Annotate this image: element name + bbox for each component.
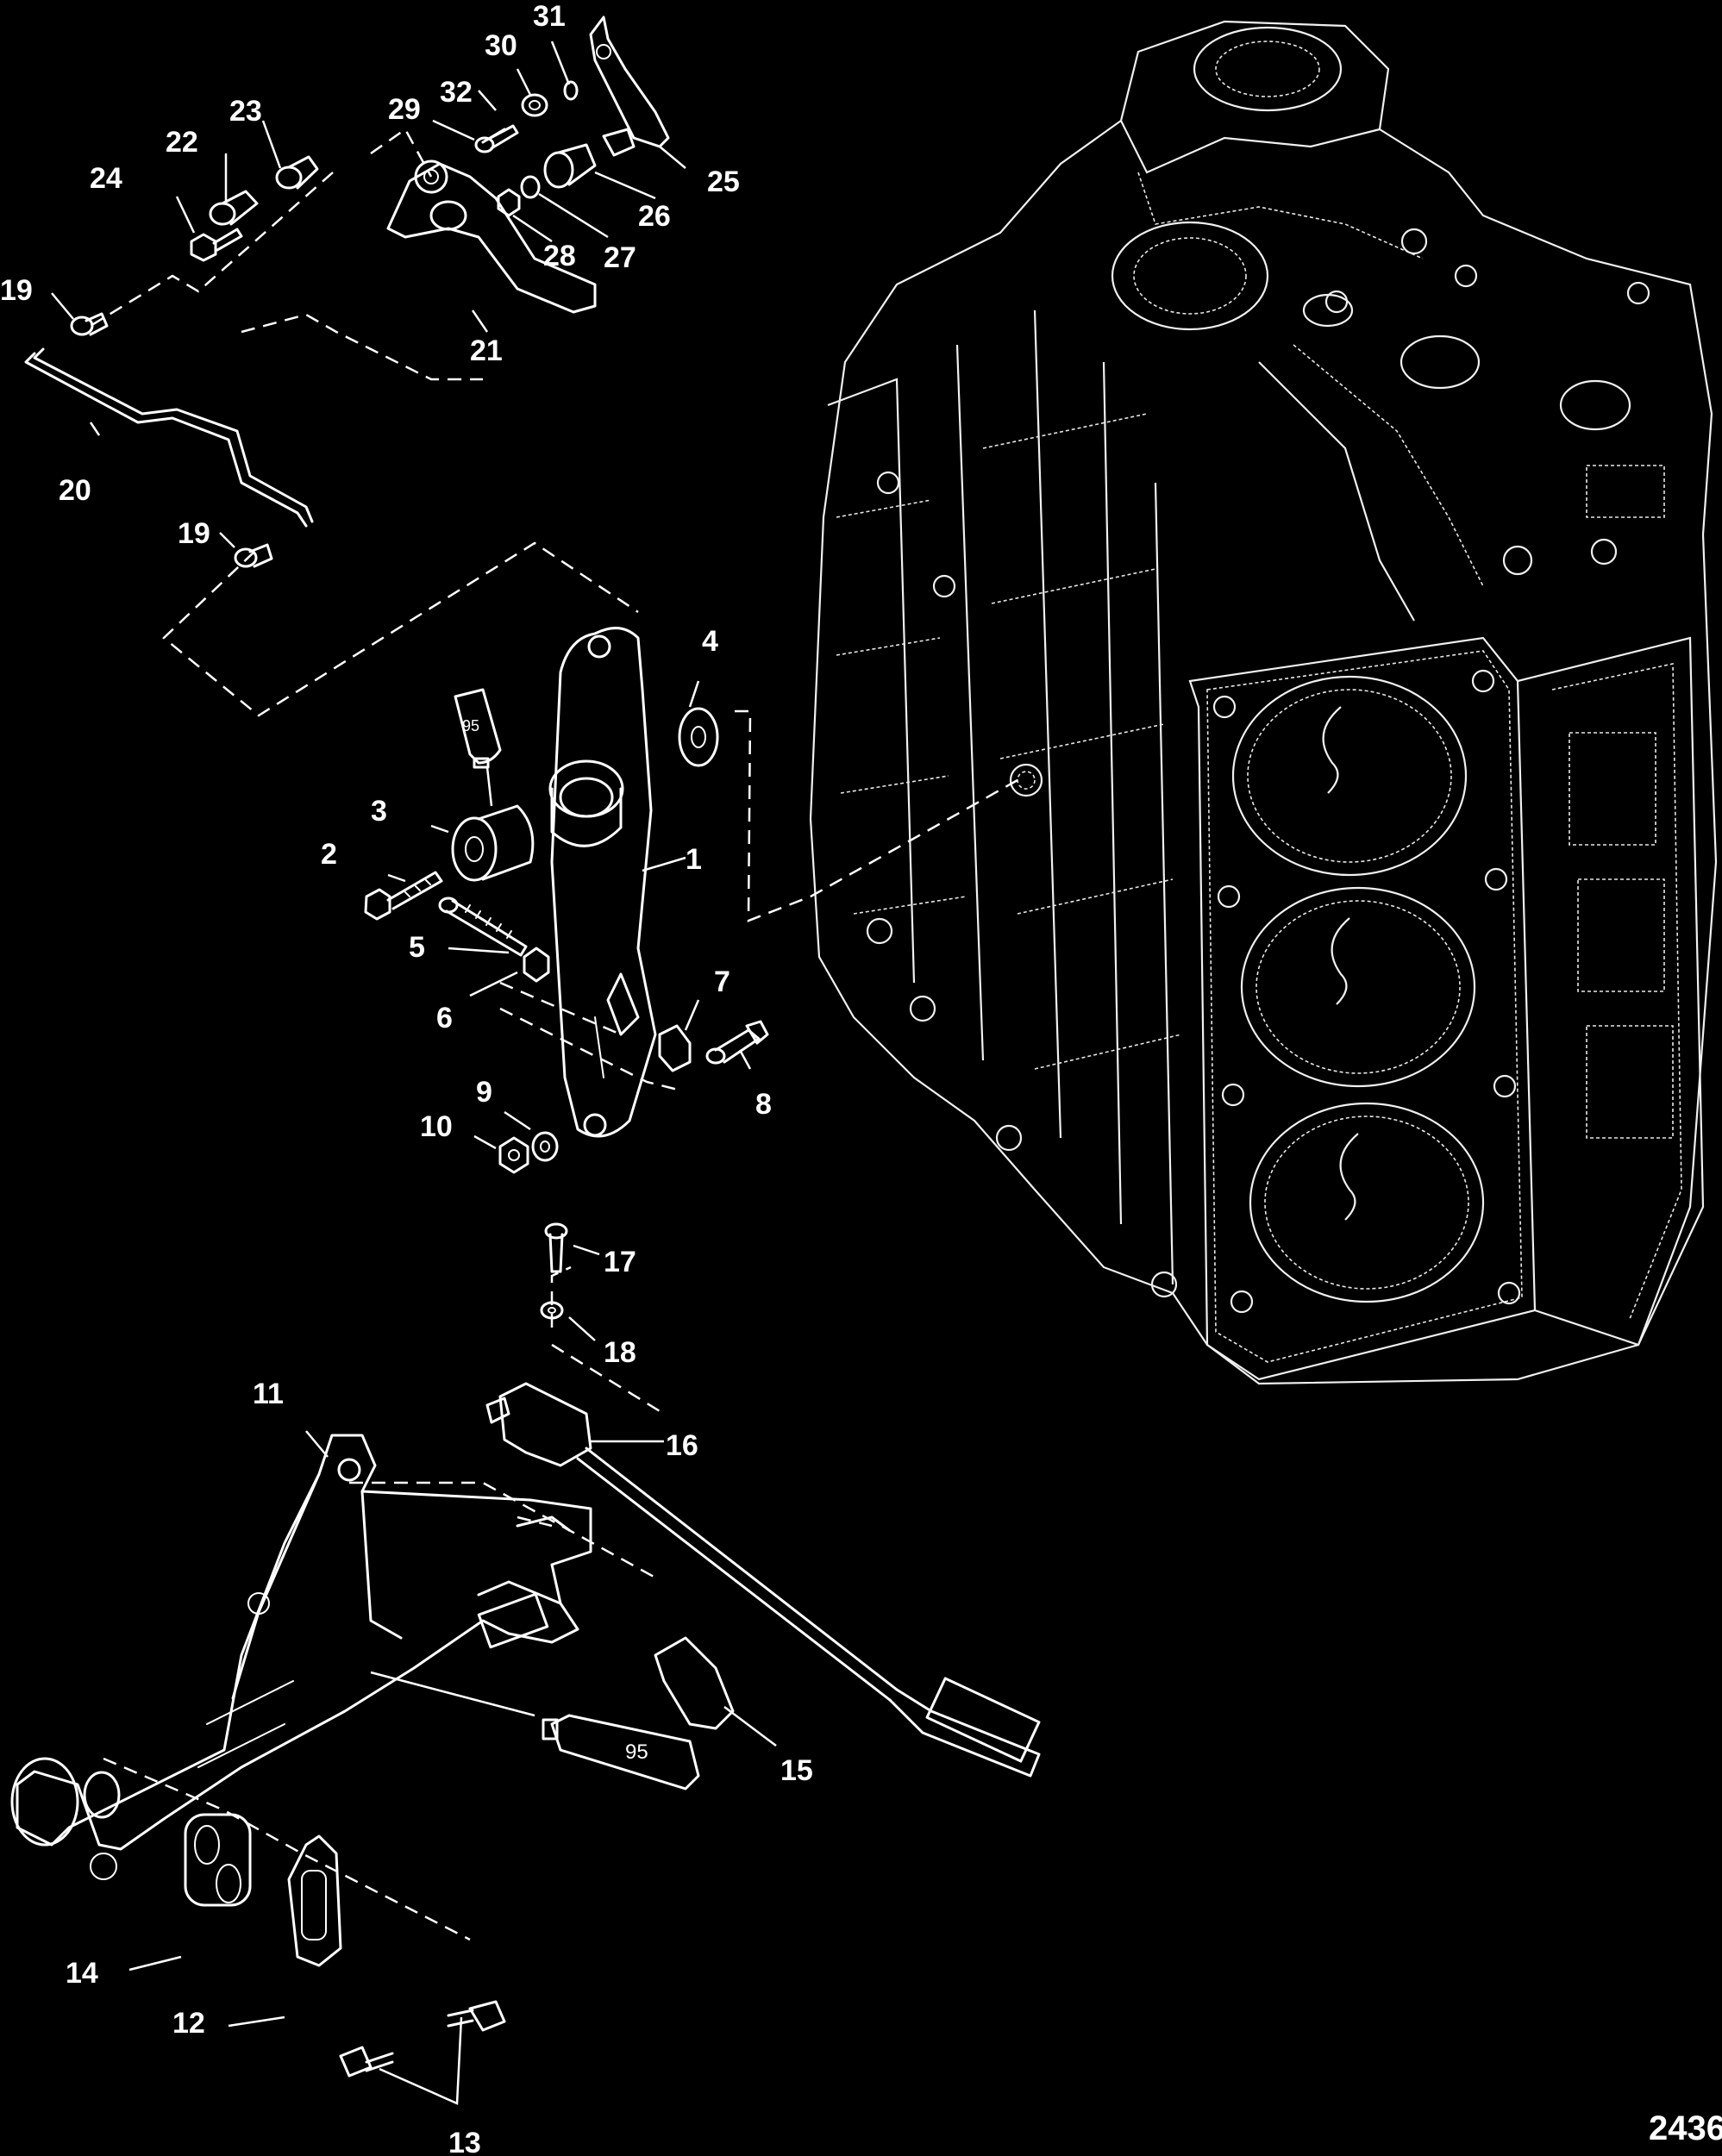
lubricant-tube-upper: 95 [454,688,502,807]
part-31-washer [563,80,579,101]
callout-19-lower: 19 [178,517,210,550]
part-2-bolt [364,871,443,921]
callout-13: 13 [448,2127,481,2156]
callout-10: 10 [420,1110,453,1143]
part-1-link-arm [548,627,657,1138]
part-20-link-rod [24,347,314,528]
drawing-number: 2436 [1649,2109,1722,2147]
callout-31: 31 [533,0,566,33]
part-17-screw [544,1222,568,1273]
callout-4: 4 [702,625,718,658]
callout-23: 23 [229,95,262,128]
part-13-screws [339,2000,506,2078]
callout-3: 3 [371,795,387,828]
part-19-fitting-upper [70,312,109,336]
callout-29: 29 [388,93,421,126]
part-12-plate [287,1834,342,1967]
part-23-bushing [275,155,319,190]
part-11-bracket [10,1434,592,1880]
callout-28: 28 [543,240,576,272]
callout-27: 27 [604,241,636,274]
part-14-grommet [184,1813,252,1907]
callout-14: 14 [66,1957,98,1990]
tube-lower-label: 95 [625,1740,648,1764]
part-6-nut [523,947,550,983]
callout-9: 9 [476,1076,492,1109]
callout-25: 25 [707,166,740,198]
part-24-bolt [190,228,243,262]
assembly-lines [90,128,1018,1941]
callout-7: 7 [714,966,730,998]
callout-12: 12 [172,2007,205,2040]
part-8-shoulder-bolt [705,1020,769,1065]
leader-lines [51,41,777,2105]
part-5-threaded-rod [438,897,528,957]
part-28-nut [497,188,521,217]
callout-17: 17 [604,1246,636,1278]
part-4-washer [678,707,719,767]
callout-6: 6 [436,1002,453,1034]
part-9-washer [531,1131,559,1162]
part-27-washer [520,175,541,199]
callout-24: 24 [90,162,122,195]
callout-11: 11 [253,1378,284,1410]
callout-32: 32 [440,76,473,109]
callout-8: 8 [755,1088,772,1121]
part-21-lever [386,159,597,314]
part-19-fitting-lower [234,543,273,568]
callout-5: 5 [409,931,425,964]
tube-upper-label: 95 [462,717,479,734]
callout-22: 22 [166,126,198,159]
engine-block [809,20,1718,1385]
callout-18: 18 [604,1336,636,1369]
part-25-bracket [589,16,670,157]
part-15-bushing [654,1636,735,1730]
part-16-switch-harness [485,1382,1041,1778]
callout-2: 2 [321,838,337,871]
callout-26: 26 [638,200,671,233]
part-26-spacer [543,143,597,189]
part-32-bolt [481,128,506,144]
part-10-nut [498,1136,529,1174]
callout-20: 20 [59,474,91,507]
callout-1: 1 [686,843,702,876]
part-30-nut [521,93,548,117]
part-3-bushing [451,804,535,882]
callout-16: 16 [666,1429,698,1462]
callout-30: 30 [485,29,517,62]
part-18-washer [540,1301,564,1320]
callout-19-upper: 19 [0,274,33,307]
part-7-bushing [658,1024,692,1072]
callout-15: 15 [780,1754,813,1787]
lubricant-tube-lower: 95 [370,1671,700,1790]
callout-numbers: 1 2 3 4 5 6 7 8 9 10 11 12 13 14 15 16 1… [0,0,813,2156]
part-22-spacer [209,190,259,226]
callout-21: 21 [470,334,503,367]
part-29-bolt [474,124,519,153]
